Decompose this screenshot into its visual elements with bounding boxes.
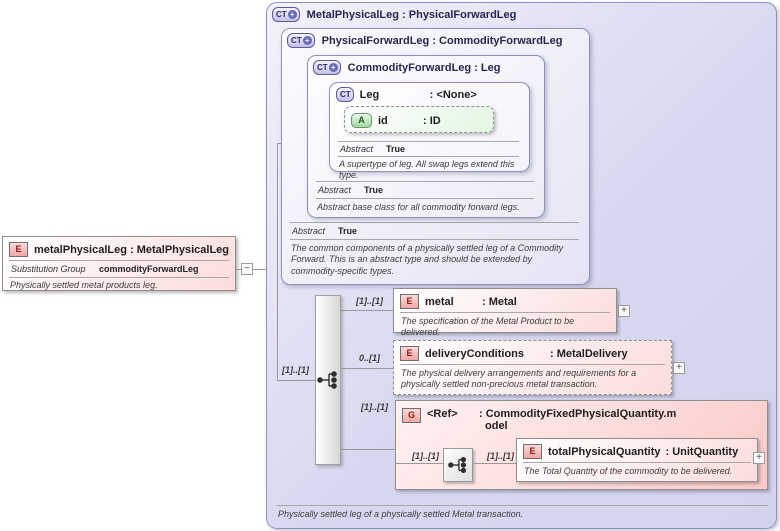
abstract-value: True	[338, 226, 358, 236]
derivation-plus-icon: +	[302, 36, 312, 45]
cardinality-label: 0..[1]	[359, 353, 381, 363]
connector-line	[253, 269, 266, 270]
type-name: Leg	[359, 88, 380, 101]
connector-line	[396, 463, 443, 464]
abstract-label: Abstract	[318, 185, 352, 195]
element-annotation: The specification of the Metal Product t…	[401, 316, 575, 338]
divider	[290, 239, 579, 240]
type-annotation: Abstract base class for all commodity fo…	[317, 202, 520, 212]
abstract-value: True	[386, 144, 406, 154]
sequence-icon	[448, 456, 467, 474]
element-type: : UnitQuantity	[665, 445, 739, 458]
complex-type-derived-icon: CT +	[313, 60, 341, 75]
substitution-group-value: commodityForwardLeg	[99, 264, 199, 274]
type-box-Leg[interactable]: CT Leg : <None> A id : ID Abstract True …	[329, 82, 530, 180]
global-element-metalPhysicalLeg[interactable]: E metalPhysicalLeg : MetalPhysicalLeg Su…	[2, 236, 236, 291]
element-annotation: The physical delivery arrangements and r…	[401, 368, 637, 390]
sequence-compositor[interactable]	[443, 448, 473, 482]
group-type-line2: odel	[485, 420, 508, 432]
element-name: totalPhysicalQuantity	[548, 445, 661, 458]
divider	[316, 198, 534, 199]
expand-button[interactable]: +	[753, 452, 765, 464]
divider	[9, 260, 229, 261]
expand-button[interactable]: +	[618, 305, 630, 317]
ct-label: CT	[340, 89, 351, 99]
type-title: MetalPhysicalLeg : PhysicalForwardLeg	[306, 8, 517, 21]
divider	[338, 156, 519, 157]
ct-label: CT	[317, 62, 328, 72]
element-type: : Metal	[482, 295, 517, 308]
element-deliveryConditions[interactable]: E deliveryConditions : MetalDelivery The…	[393, 340, 672, 395]
sequence-icon	[317, 371, 337, 389]
element-icon: E	[9, 242, 28, 257]
attribute-type: : ID	[423, 114, 441, 127]
type-title: CommodityForwardLeg : Leg	[347, 61, 501, 74]
connector-line	[277, 143, 278, 381]
attribute-id[interactable]: A id : ID	[344, 106, 494, 133]
ct-label: CT	[291, 35, 302, 45]
ct-label: CT	[276, 9, 287, 19]
connector-line	[341, 310, 393, 311]
complex-type-derived-icon: CT +	[287, 33, 315, 48]
element-name: metal	[425, 295, 454, 308]
group-name: <Ref>	[427, 408, 458, 420]
element-icon: E	[523, 444, 542, 459]
element-icon: E	[400, 294, 419, 309]
group-CommodityFixedPhysicalQuantity[interactable]: G <Ref> : CommodityFixedPhysicalQuantity…	[395, 400, 768, 490]
divider	[400, 312, 610, 313]
cardinality-label: [1]..[1]	[412, 451, 439, 461]
substitution-group-label: Substitution Group	[11, 264, 86, 274]
element-name: deliveryConditions	[425, 347, 525, 360]
element-annotation: Physically settled metal products leg.	[10, 280, 158, 290]
complex-type-icon: CT	[336, 87, 354, 102]
connector-line	[473, 463, 516, 464]
type-annotation: A supertype of leg. All swap legs extend…	[339, 159, 515, 181]
type-annotation: The common components of a physically se…	[291, 243, 564, 276]
element-metal[interactable]: E metal : Metal The specification of the…	[393, 288, 617, 337]
divider	[290, 222, 579, 223]
divider	[338, 141, 519, 142]
divider	[9, 277, 229, 278]
complex-type-derived-icon: CT +	[272, 7, 300, 22]
connector-line	[341, 449, 395, 450]
attribute-icon: A	[351, 113, 372, 128]
divider	[277, 505, 768, 506]
connector-line	[277, 143, 282, 144]
element-title: metalPhysicalLeg : MetalPhysicalLeg	[34, 243, 230, 256]
cardinality-label: [1]..[1]	[356, 296, 383, 306]
sequence-compositor[interactable]	[315, 295, 341, 465]
connector-line	[236, 269, 241, 270]
expand-button[interactable]: +	[673, 362, 685, 374]
cardinality-label: [1]..[1]	[487, 451, 514, 461]
divider	[523, 462, 751, 463]
divider	[316, 181, 534, 182]
group-type-line1: : CommodityFixedPhysicalQuantity.m	[479, 408, 677, 420]
derivation-plus-icon: +	[328, 63, 338, 72]
divider	[400, 364, 665, 365]
type-base: : <None>	[429, 88, 477, 101]
connector-line	[341, 368, 393, 369]
abstract-value: True	[364, 185, 384, 195]
abstract-label: Abstract	[292, 226, 326, 236]
collapse-button[interactable]: −	[241, 263, 253, 275]
element-annotation: The Total Quantity of the commodity to b…	[524, 466, 733, 476]
type-annotation: Physically settled leg of a physically s…	[278, 509, 524, 519]
element-icon: E	[400, 346, 419, 361]
attribute-name: id	[378, 114, 388, 127]
group-icon: G	[402, 408, 421, 423]
element-type: : MetalDelivery	[550, 347, 628, 360]
connector-line	[277, 380, 315, 381]
cardinality-label: [1]..[1]	[361, 402, 388, 412]
element-totalPhysicalQuantity[interactable]: E totalPhysicalQuantity : UnitQuantity T…	[516, 438, 758, 482]
abstract-label: Abstract	[340, 144, 374, 154]
type-title: PhysicalForwardLeg : CommodityForwardLeg	[321, 34, 563, 47]
cardinality-label: [1]..[1]	[282, 365, 309, 375]
derivation-plus-icon: +	[287, 10, 297, 19]
